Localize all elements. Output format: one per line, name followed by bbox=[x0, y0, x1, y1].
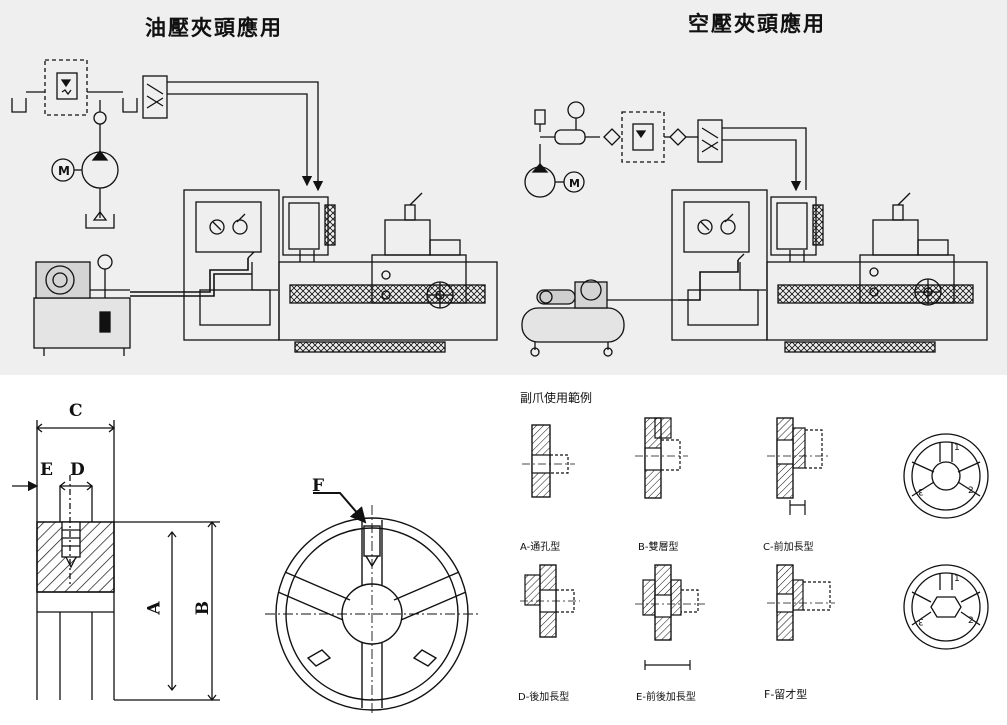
svg-text:M: M bbox=[58, 164, 70, 178]
dimension-f-label: F bbox=[312, 476, 325, 496]
dimension-b-label: B bbox=[193, 600, 214, 616]
jaw-number-faces bbox=[903, 433, 989, 650]
dimension-e-label: E bbox=[40, 460, 53, 480]
pneumatic-title: 空壓夾頭應用 bbox=[688, 12, 826, 36]
jaw-examples-heading: 副爪使用範例 bbox=[520, 391, 593, 405]
pneumatic-system: M bbox=[521, 101, 988, 357]
hydraulic-title: 油壓夾頭應用 bbox=[145, 16, 283, 40]
svg-text:M: M bbox=[569, 177, 580, 190]
jaw-number-bottom-1: 1 bbox=[954, 574, 960, 584]
machine-application-band bbox=[0, 0, 1007, 375]
jaw-type-b-label: B-雙層型 bbox=[638, 542, 679, 553]
jaw-type-d-label: D-後加長型 bbox=[518, 692, 570, 703]
jaw-type-examples bbox=[520, 417, 835, 670]
hydraulic-system: M bbox=[11, 59, 498, 356]
jaw-type-f-label: F-留才型 bbox=[764, 688, 808, 701]
chuck-section-dimensions bbox=[12, 420, 220, 702]
jaw-number-top-3: 3 bbox=[918, 486, 924, 496]
dimension-a-label: A bbox=[144, 601, 165, 615]
jaw-number-top-2: 2 bbox=[968, 486, 974, 496]
jaw-type-a-label: A-通孔型 bbox=[520, 542, 561, 553]
dimension-d-label: D bbox=[70, 460, 85, 480]
chuck-front-view bbox=[265, 492, 480, 715]
jaw-number-bottom-2: 2 bbox=[968, 616, 974, 626]
dimension-c-label: C bbox=[69, 401, 83, 421]
jaw-type-c-label: C-前加長型 bbox=[763, 542, 814, 553]
jaw-number-bottom-3: 3 bbox=[918, 616, 924, 626]
jaw-type-e-label: E-前後加長型 bbox=[636, 692, 696, 703]
jaw-number-top-1: 1 bbox=[954, 443, 960, 453]
